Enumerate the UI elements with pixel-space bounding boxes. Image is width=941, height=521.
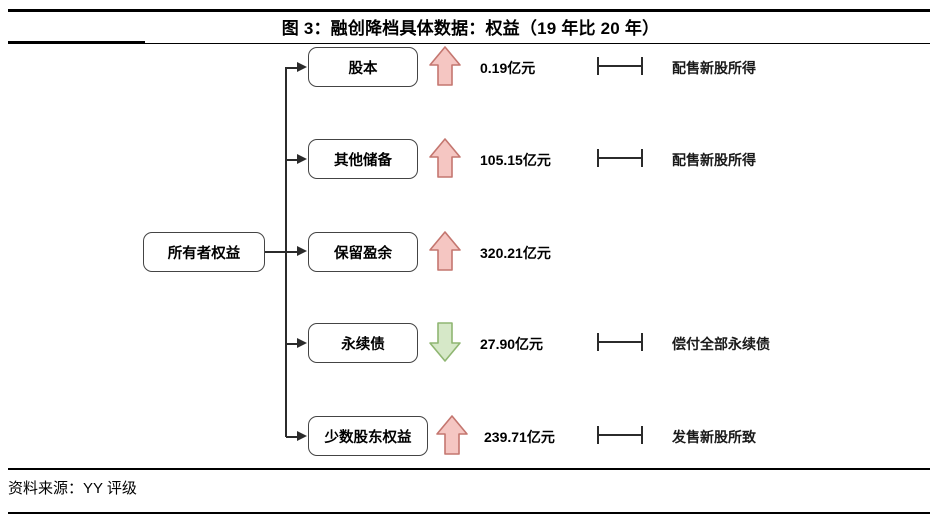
tree-child-node-5[interactable]: 少数股东权益	[308, 416, 428, 456]
header-rule-under-title	[8, 43, 930, 44]
note-text-2: 配售新股所得	[672, 152, 756, 168]
arrow-head-icon-2	[297, 154, 307, 164]
note-text-4: 偿付全部永续债	[672, 336, 770, 352]
connector-branch-1	[286, 67, 299, 69]
connector-root-stub	[265, 251, 286, 253]
value-text-5: 239.71亿元	[484, 429, 555, 445]
tree-root-label: 所有者权益	[167, 245, 241, 262]
bracket-marker-4	[597, 333, 643, 351]
connector-branch-5	[286, 436, 299, 438]
tree-child-label-2: 其他储备	[334, 152, 392, 169]
note-text-5: 发售新股所致	[672, 429, 756, 445]
arrow-head-icon-3	[297, 246, 307, 256]
bracket-marker-2	[597, 149, 643, 167]
arrow-head-icon-1	[297, 62, 307, 72]
connector-branch-4	[286, 343, 299, 345]
value-text-4: 27.90亿元	[480, 336, 544, 352]
tree-child-node-3[interactable]: 保留盈余	[308, 232, 418, 272]
tree-child-node-1[interactable]: 股本	[308, 47, 418, 87]
tree-root-node[interactable]: 所有者权益	[143, 232, 265, 272]
tree-child-label-3: 保留盈余	[334, 245, 392, 262]
tree-child-label-5: 少数股东权益	[324, 429, 412, 446]
tree-child-label-4: 永续债	[341, 336, 385, 353]
source-note: 资料来源：YY 评级	[8, 480, 137, 497]
footer-rule-bottom	[8, 512, 930, 514]
value-text-1: 0.19亿元	[480, 60, 536, 76]
bracket-marker-5	[597, 426, 643, 444]
arrow-head-icon-4	[297, 338, 307, 348]
header-rule-under-title-accent	[8, 41, 145, 44]
bracket-marker-1	[597, 57, 643, 75]
arrow-up-icon-3	[428, 230, 462, 272]
value-text-3: 320.21亿元	[480, 245, 551, 261]
connector-branch-3	[286, 251, 299, 253]
tree-child-node-2[interactable]: 其他储备	[308, 139, 418, 179]
arrow-up-icon-5	[435, 414, 469, 456]
arrow-down-icon-4	[428, 321, 462, 363]
tree-child-label-1: 股本	[348, 60, 378, 77]
arrow-head-icon-5	[297, 431, 307, 441]
tree-child-node-4[interactable]: 永续债	[308, 323, 418, 363]
connector-branch-2	[286, 159, 299, 161]
arrow-up-icon-1	[428, 45, 462, 87]
connector-trunk	[285, 67, 287, 437]
value-text-2: 105.15亿元	[480, 152, 551, 168]
header-rule-top	[8, 9, 930, 12]
page-title: 图 3：融创降档具体数据：权益（19 年比 20 年）	[281, 19, 660, 38]
note-text-1: 配售新股所得	[672, 60, 756, 76]
equity-tree-diagram: 所有者权益 股本 0.19亿元 配售新股所得 其他储备 105.15亿元 配售新…	[0, 46, 941, 466]
footer-rule-top	[8, 468, 930, 470]
arrow-up-icon-2	[428, 137, 462, 179]
